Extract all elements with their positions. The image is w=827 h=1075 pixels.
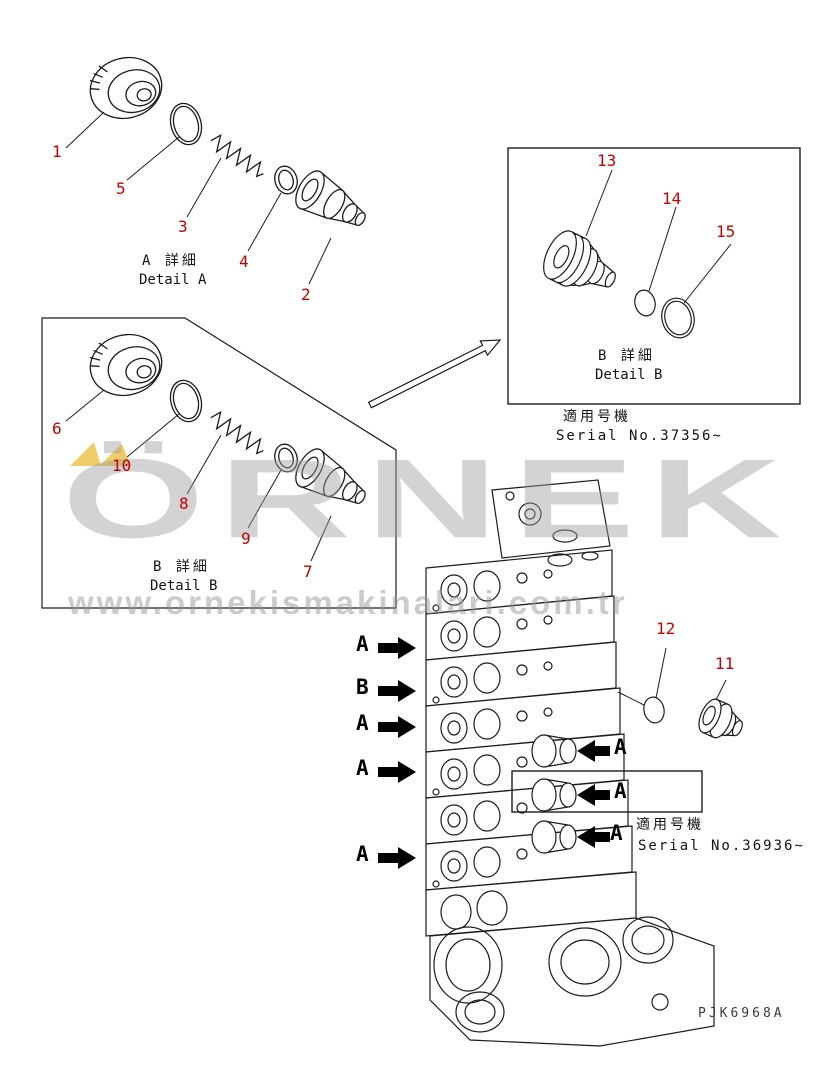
- callout-14: 14: [662, 189, 682, 208]
- arrow-label-left-1: A: [356, 632, 369, 656]
- arrow-label-right-3: A: [610, 821, 623, 845]
- callout-9: 9: [241, 529, 251, 548]
- arrow-label-left-2: B: [356, 675, 369, 699]
- detail-b-right-title-jp: B 詳細: [598, 348, 655, 364]
- callout-2: 2: [301, 285, 311, 304]
- part-1-plug: [83, 49, 169, 127]
- watermark-brand: ÖRNEK: [62, 435, 797, 562]
- detail-b-left-frame: [41, 317, 397, 609]
- detail-b-left-drawing: [41, 317, 397, 609]
- part-13-plug: [543, 230, 616, 288]
- serial-range-box: [511, 770, 703, 813]
- callout-1: 1: [52, 142, 62, 161]
- part-14-oring: [634, 289, 656, 317]
- detail-a-title-jp: A 詳細: [142, 253, 199, 269]
- serial-bottom-en: Serial No.36936~: [638, 838, 805, 854]
- part-3-spring: [206, 131, 269, 181]
- callout-12: 12: [656, 619, 676, 638]
- detail-a-title-en: Detail A: [139, 272, 207, 288]
- part-12-oring: [643, 696, 665, 724]
- detail-b-right-frame: [507, 147, 801, 405]
- detail-a-drawing: [65, 49, 375, 285]
- detail-reference-arrow: [367, 339, 502, 409]
- part-15-oring: [661, 297, 695, 339]
- detail-b-right-leader-lines: [585, 169, 732, 304]
- assembly-leader-lines: [617, 647, 727, 706]
- callout-3: 3: [178, 217, 188, 236]
- callout-13: 13: [597, 151, 617, 170]
- section-arrows: [378, 637, 610, 869]
- detail-b-right-title-en: Detail B: [595, 367, 663, 383]
- detail-b-left-title-jp: B 詳細: [153, 559, 210, 575]
- part-4-seal: [270, 162, 302, 198]
- part-2-poppet: [289, 165, 375, 240]
- part-11-plug: [698, 698, 743, 739]
- arrow-label-right-1: A: [614, 735, 627, 759]
- detail-b-right-drawing: [507, 147, 801, 405]
- watermark-logo-triangles: [70, 442, 131, 466]
- part-5-oring: [165, 99, 207, 149]
- detail-b-left-leader-lines: [65, 389, 332, 562]
- watermark-url: www.ornekismakinalari.com.tr: [68, 584, 628, 621]
- callout-7: 7: [303, 562, 313, 581]
- serial-right-jp: 適用号機: [563, 409, 631, 425]
- callout-11: 11: [715, 654, 735, 673]
- arrow-label-left-3: A: [356, 711, 369, 735]
- arrow-label-left-5: A: [356, 842, 369, 866]
- valve-right-plugs: [531, 734, 577, 854]
- valve-ports: [432, 551, 599, 930]
- serial-right-en: Serial No.37356~: [556, 428, 723, 444]
- callout-4: 4: [239, 252, 249, 271]
- callout-6: 6: [52, 419, 62, 438]
- serial-bottom-jp: 適用号機: [636, 817, 704, 833]
- detail-b-left-title-en: Detail B: [150, 578, 218, 594]
- callout-15: 15: [716, 222, 736, 241]
- callout-10: 10: [112, 456, 132, 475]
- arrow-label-right-2: A: [614, 779, 627, 803]
- callout-5: 5: [116, 179, 126, 198]
- detail-a-leader-lines: [65, 111, 332, 285]
- part-6-plug: [83, 326, 169, 404]
- part-10-oring: [165, 376, 207, 426]
- arrow-label-left-4: A: [356, 756, 369, 780]
- drawing-code: PJK6968A: [698, 1006, 785, 1021]
- callout-8: 8: [179, 494, 189, 513]
- valve-assembly-drawing: [425, 479, 743, 1047]
